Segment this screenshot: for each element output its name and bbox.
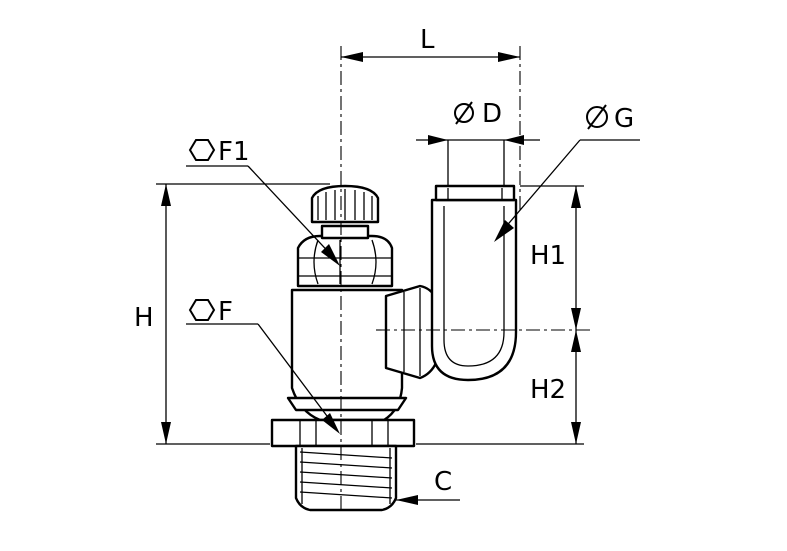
- lower-hex-nut: [270, 418, 416, 448]
- fitting-body: [286, 284, 444, 422]
- upper-hex-nut: [296, 234, 394, 288]
- elbow-fitting: [430, 184, 518, 382]
- label-F: F: [218, 297, 233, 327]
- body-shoulder: [286, 396, 408, 412]
- hex-symbol-F: [188, 299, 216, 321]
- leader-G: [494, 139, 640, 242]
- threaded-stud: [294, 444, 398, 512]
- diameter-symbol-D: [454, 101, 474, 125]
- label-D: D: [482, 99, 502, 129]
- dimension-D: [416, 135, 540, 186]
- label-F1: F1: [218, 137, 250, 167]
- dimension-C: [396, 495, 460, 505]
- label-H1: H1: [530, 241, 566, 271]
- nut-collar: [320, 224, 370, 240]
- diameter-symbol-G: [586, 104, 608, 130]
- label-L: L: [420, 25, 435, 55]
- knurled-knob: [310, 184, 380, 224]
- label-G: G: [614, 104, 634, 134]
- dimension-H: [156, 183, 330, 445]
- center-lines: [340, 46, 594, 510]
- dimension-H1-H2: [416, 185, 584, 445]
- leader-F: [186, 323, 340, 434]
- label-H: H: [134, 303, 154, 333]
- collet: [434, 184, 516, 202]
- leader-F1: [186, 165, 340, 266]
- dimension-L: [341, 52, 520, 62]
- label-H2: H2: [530, 375, 566, 405]
- hex-symbol-F1: [188, 139, 216, 161]
- label-C: C: [434, 467, 452, 497]
